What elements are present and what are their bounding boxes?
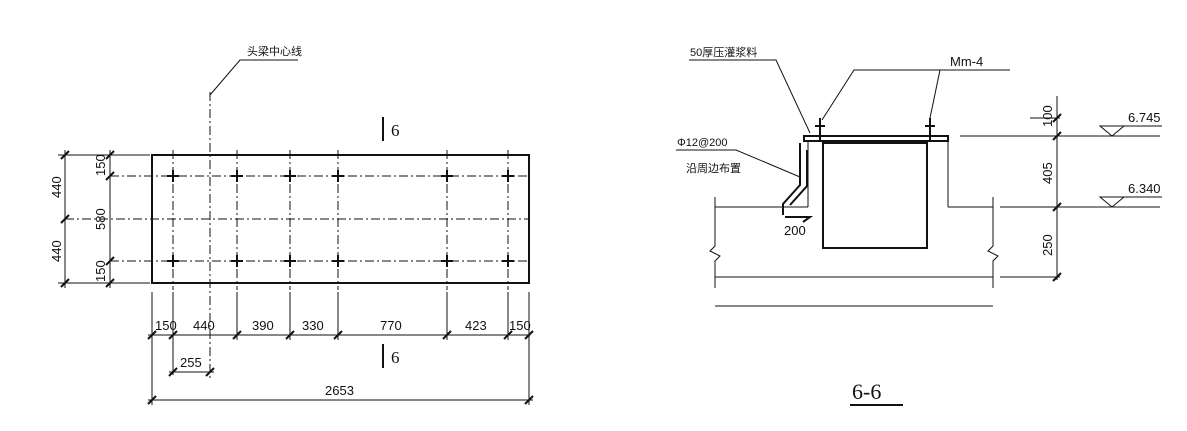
section-view: 200 50厚压灌浆料 Mm-4 Φ12@200 沿周边布置 6.745 6.3… (676, 45, 1162, 406)
bolt-mark (502, 170, 514, 182)
bolt-left (815, 118, 825, 142)
rebar-hook (785, 216, 814, 223)
bolt-mark (332, 255, 344, 267)
left-dimensions: 440 440 150 580 150 (49, 150, 150, 288)
centerline-label: 头梁中心线 (247, 44, 302, 58)
bolt-mark (167, 170, 179, 182)
overall-dimension: 2653 (147, 383, 534, 405)
dim-bottom-3: 390 (252, 318, 274, 333)
dim-bottom-5: 770 (380, 318, 402, 333)
dim-bottom-2: 440 (193, 318, 215, 333)
rebar-leader (676, 149, 801, 178)
offset-dimension: 255 (168, 355, 215, 377)
bolt-mark (441, 170, 453, 182)
section-title: 6-6 (852, 379, 881, 404)
grout-leader (689, 59, 811, 134)
anchor-pocket (822, 142, 928, 249)
bolt-mark (284, 255, 296, 267)
bolt-marks (167, 170, 514, 267)
dim-offset: 255 (180, 355, 202, 370)
rebar-note: 沿周边布置 (686, 162, 741, 175)
dim-bottom-1: 150 (155, 318, 177, 333)
elevation-marker-top: 6.745 (1098, 110, 1162, 137)
height-3: 250 (1040, 234, 1055, 256)
bolt-mark (231, 255, 243, 267)
bolt-label: Mm-4 (950, 54, 983, 69)
dim-total: 2653 (325, 383, 354, 398)
bolt-right (925, 118, 935, 142)
dim-bottom-7: 150 (509, 318, 531, 333)
rebar (782, 143, 801, 215)
dim-bottom-6: 423 (465, 318, 487, 333)
height-2: 405 (1040, 162, 1055, 184)
dim-left-inner-3: 150 (93, 260, 108, 282)
vertical-dimensions: 100 405 250 (1040, 96, 1062, 282)
grout-label: 50厚压灌浆料 (690, 45, 757, 59)
grout-layer (803, 135, 949, 142)
dim-left-inner-1: 150 (93, 154, 108, 176)
break-line-right (987, 197, 999, 288)
bolt-mark (502, 255, 514, 267)
bolt-mark (332, 170, 344, 182)
bolt-leader (821, 69, 1010, 121)
dim-left-inner-2: 580 (93, 208, 108, 230)
bolt-mark (441, 255, 453, 267)
rebar-label: Φ12@200 (677, 137, 728, 149)
bolt-mark (167, 255, 179, 267)
hook-length: 200 (784, 223, 806, 238)
break-line-left (709, 197, 721, 288)
elevation-marker-mid: 6.340 (1098, 181, 1162, 208)
rebar-inner (789, 150, 808, 206)
elevation-top-label: 6.745 (1128, 110, 1161, 125)
centerline-leader (209, 59, 298, 96)
dim-left-outer-2: 440 (49, 240, 64, 262)
height-1: 100 (1040, 105, 1055, 127)
plan-view: 头梁中心线 6 6 150 440 390 330 770 423 150 (49, 44, 534, 405)
bottom-dimension-chain: 150 440 390 330 770 423 150 (147, 292, 534, 405)
section-mark-top: 6 (391, 121, 400, 140)
section-mark-bottom: 6 (391, 348, 400, 367)
dim-bottom-4: 330 (302, 318, 324, 333)
bolt-mark (231, 170, 243, 182)
elevation-mid-label: 6.340 (1128, 181, 1161, 196)
dim-left-outer-1: 440 (49, 176, 64, 198)
bolt-mark (284, 170, 296, 182)
